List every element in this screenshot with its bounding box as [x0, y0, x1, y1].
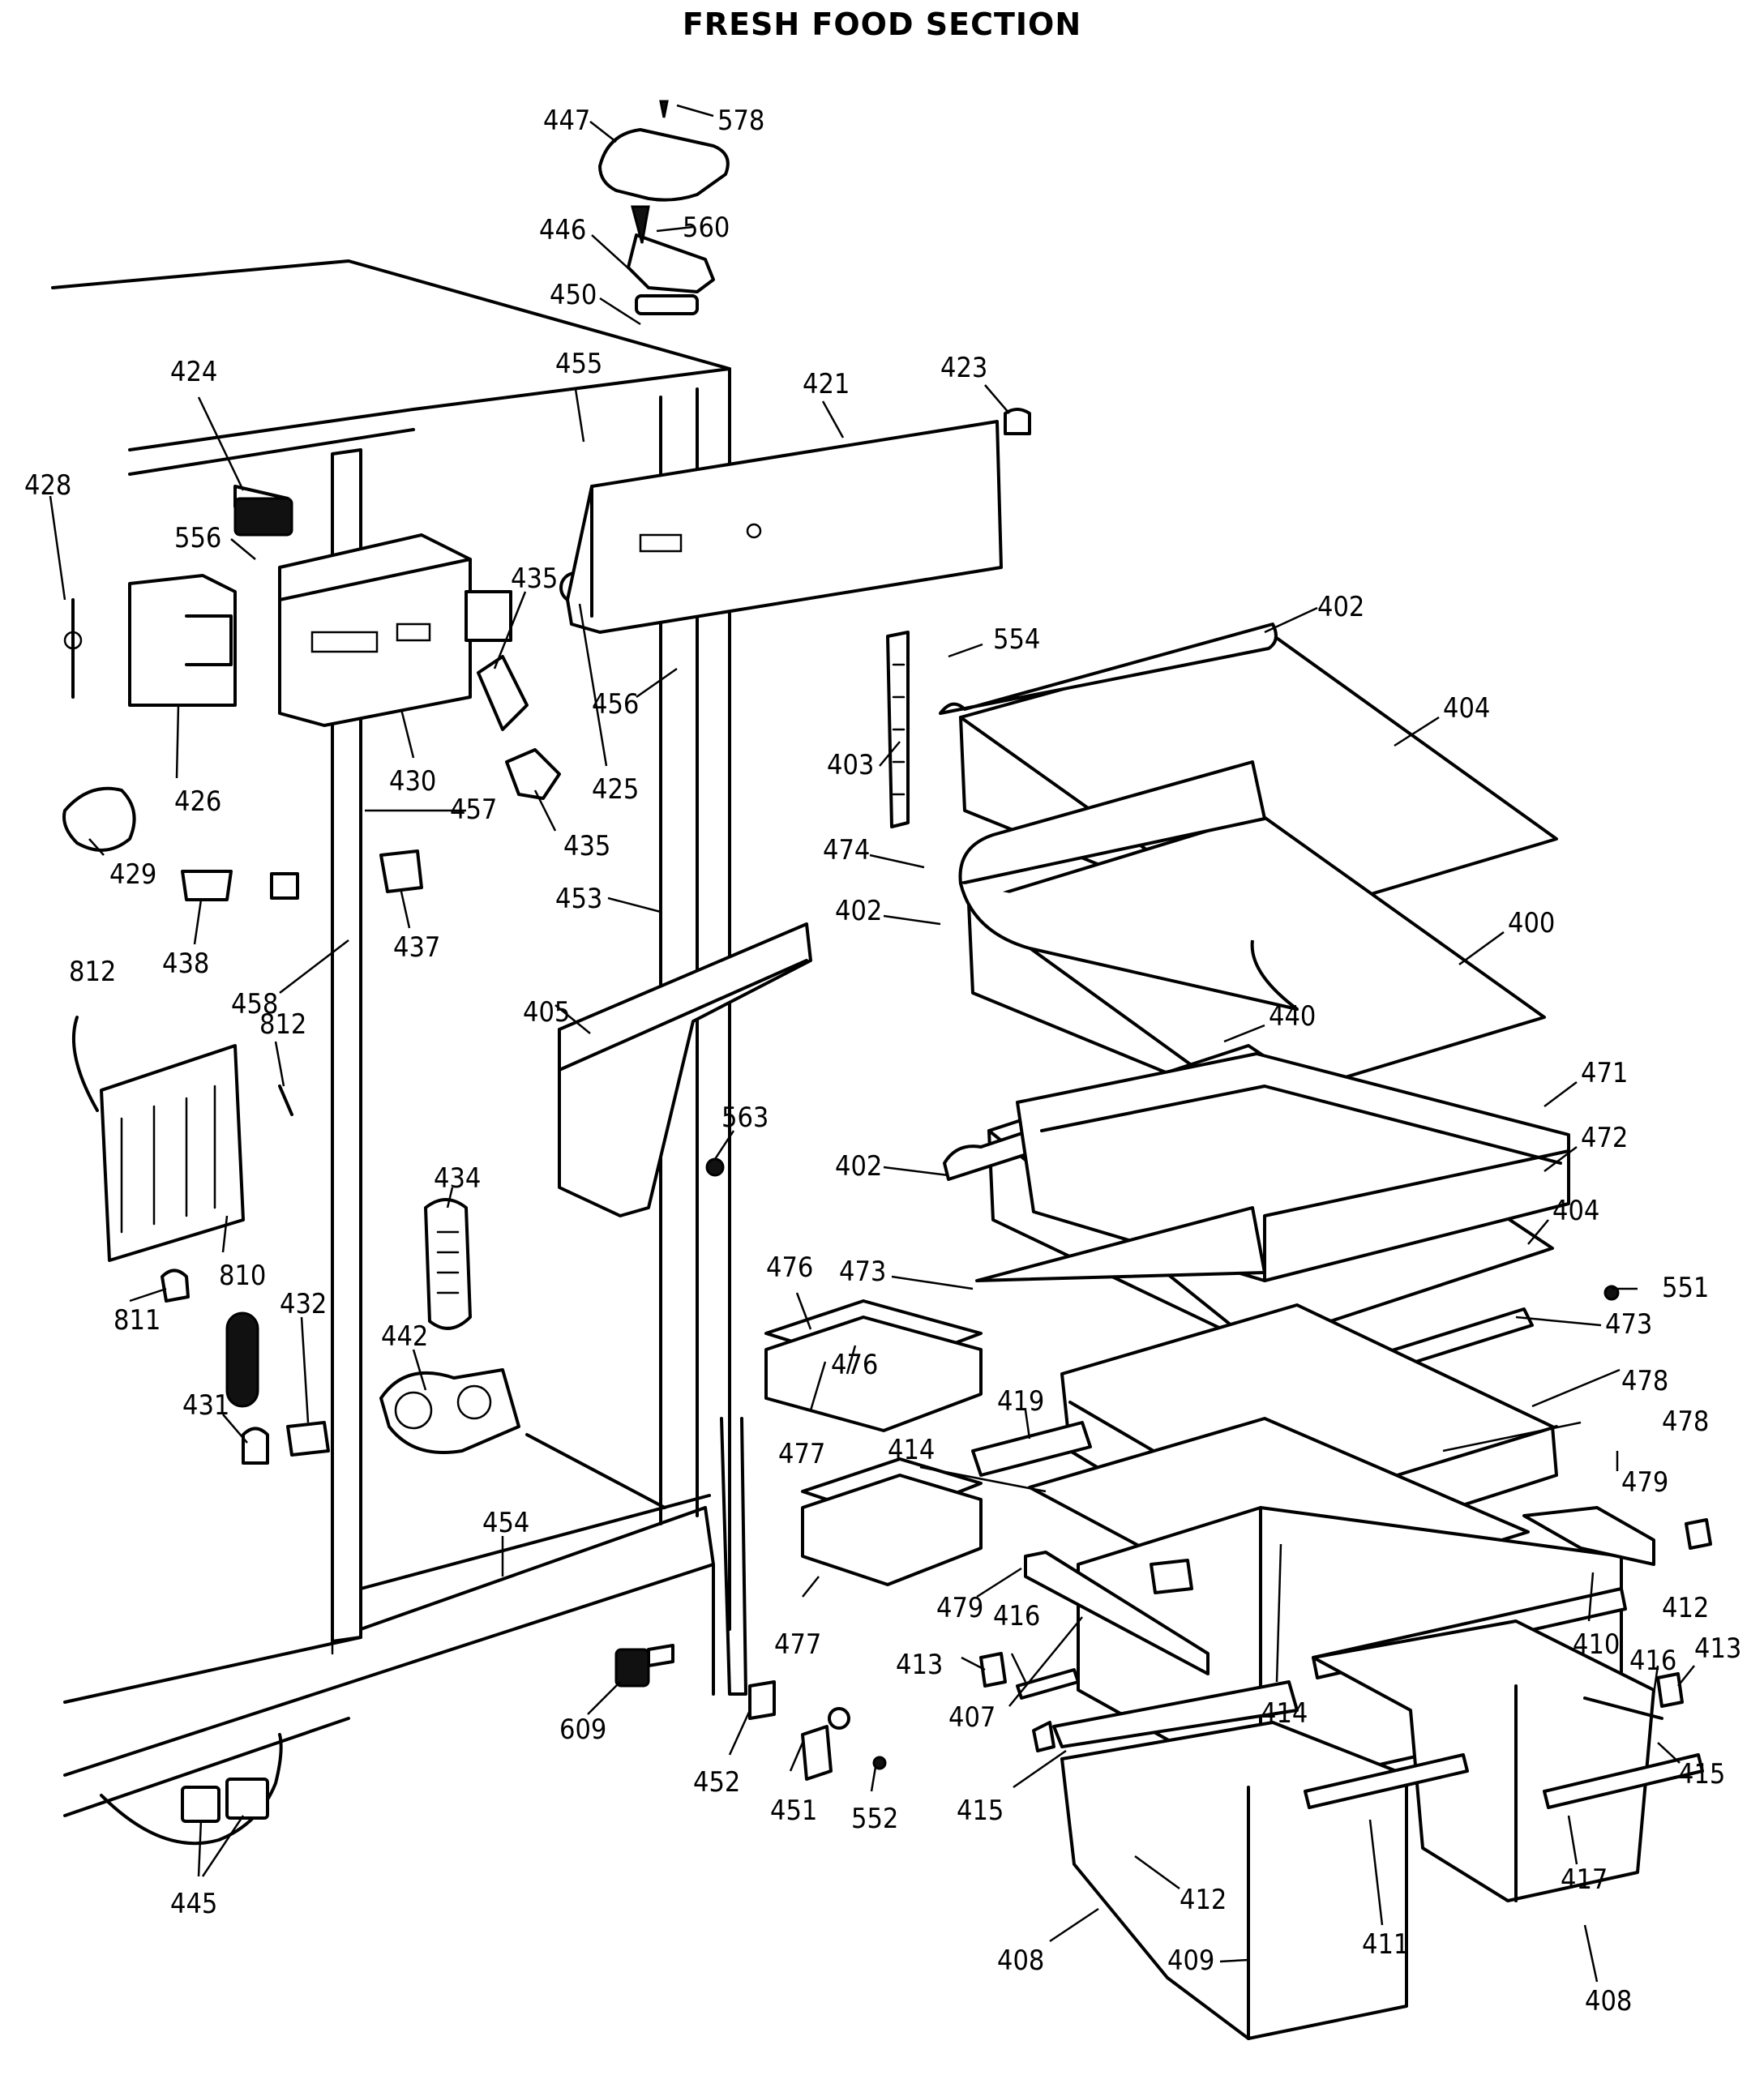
callout-454: 454: [482, 1507, 529, 1539]
callout-457: 457: [450, 794, 497, 826]
rear-panel-and-brackets: [558, 408, 1031, 1781]
callout-402-top: 402: [1317, 591, 1364, 623]
callout-426: 426: [174, 785, 221, 818]
callout-563: 563: [721, 1102, 769, 1134]
callout-609: 609: [559, 1713, 606, 1746]
callout-554: 554: [993, 623, 1040, 656]
shelves: [939, 622, 1570, 1412]
callout-477-upper: 477: [778, 1438, 825, 1470]
callout-450: 450: [550, 279, 597, 311]
callout-477-lower: 477: [774, 1628, 821, 1661]
callout-445: 445: [170, 1888, 217, 1920]
callout-552: 552: [851, 1803, 898, 1835]
callout-452: 452: [693, 1766, 740, 1799]
callout-404-low: 404: [1552, 1195, 1599, 1227]
callout-476-upper: 476: [766, 1251, 813, 1284]
callout-412-right: 412: [1662, 1592, 1709, 1624]
callout-471: 471: [1581, 1057, 1628, 1089]
callout-435-lower: 435: [563, 830, 610, 862]
callout-402-low: 402: [835, 1150, 882, 1183]
callout-551: 551: [1662, 1272, 1709, 1304]
callout-810: 810: [219, 1260, 266, 1292]
callout-423: 423: [940, 352, 987, 384]
callout-435-upper: 435: [511, 563, 558, 595]
callout-434: 434: [434, 1162, 481, 1195]
callout-437: 437: [393, 931, 440, 964]
callout-421: 421: [803, 368, 850, 400]
callout-812-left: 812: [69, 956, 116, 988]
callout-432: 432: [280, 1288, 327, 1320]
callout-556: 556: [174, 522, 221, 554]
callout-478-upper: 478: [1621, 1365, 1668, 1397]
callout-408-right: 408: [1585, 1985, 1632, 2017]
leader-lines: [49, 104, 1695, 1983]
callout-560: 560: [683, 212, 730, 244]
callout-479-left: 479: [936, 1592, 983, 1624]
callout-447: 447: [543, 105, 590, 137]
callout-428: 428: [24, 469, 71, 502]
callout-438: 438: [162, 948, 209, 980]
callout-430: 430: [389, 765, 436, 798]
callout-408-left: 408: [997, 1945, 1044, 1977]
callout-473-right: 473: [1605, 1308, 1652, 1341]
control-housing-parts: [62, 485, 592, 901]
callout-424: 424: [170, 356, 217, 388]
callout-410: 410: [1573, 1628, 1620, 1661]
top-hinge-cover: [598, 100, 730, 315]
callout-458: 458: [231, 988, 278, 1020]
callout-453: 453: [555, 883, 602, 915]
callout-425: 425: [592, 773, 639, 806]
diagram-title: FRESH FOOD SECTION: [682, 6, 1082, 42]
crispers-and-pans: [764, 1285, 1712, 2040]
callout-478-lower: 478: [1662, 1405, 1709, 1438]
callout-413-right: 413: [1694, 1632, 1741, 1665]
callout-578: 578: [717, 105, 764, 137]
callout-412-bottom: 412: [1180, 1884, 1227, 1916]
callout-415-right: 415: [1678, 1758, 1725, 1790]
callout-414-lower: 414: [1261, 1697, 1308, 1730]
callout-409: 409: [1167, 1945, 1214, 1977]
callout-407: 407: [948, 1701, 995, 1734]
callout-446: 446: [539, 214, 586, 246]
callout-812-right: 812: [259, 1008, 306, 1041]
callout-479-right: 479: [1621, 1466, 1668, 1499]
callout-416-right: 416: [1629, 1645, 1676, 1677]
callout-431: 431: [182, 1389, 229, 1422]
callout-414-upper: 414: [888, 1434, 935, 1466]
wiring-harness: [100, 1733, 283, 1846]
callout-413-left: 413: [896, 1649, 943, 1681]
callout-402-mid: 402: [835, 895, 882, 927]
callout-405: 405: [523, 996, 570, 1029]
callout-474: 474: [823, 834, 870, 866]
callout-419: 419: [997, 1385, 1044, 1418]
callout-411: 411: [1362, 1928, 1409, 1961]
callout-476-lower: 476: [831, 1349, 878, 1381]
callout-403: 403: [827, 749, 874, 781]
heater-and-ducts: [71, 1016, 520, 1465]
callout-417: 417: [1561, 1863, 1608, 1896]
callout-415-left: 415: [957, 1795, 1004, 1827]
callout-811: 811: [113, 1304, 161, 1337]
callout-472: 472: [1581, 1122, 1628, 1154]
callout-473-left: 473: [839, 1256, 886, 1288]
callout-442: 442: [381, 1320, 428, 1353]
callout-404-top: 404: [1443, 692, 1490, 725]
callout-429: 429: [109, 858, 156, 891]
callout-456: 456: [592, 688, 639, 721]
callout-455: 455: [555, 348, 602, 380]
callout-416-left: 416: [993, 1600, 1040, 1632]
callout-labels: 447 578 446 560 450 455 421 423 424 428 …: [24, 105, 1741, 2017]
callout-440: 440: [1269, 1000, 1316, 1033]
callout-400: 400: [1508, 907, 1555, 939]
callout-451: 451: [770, 1795, 817, 1827]
